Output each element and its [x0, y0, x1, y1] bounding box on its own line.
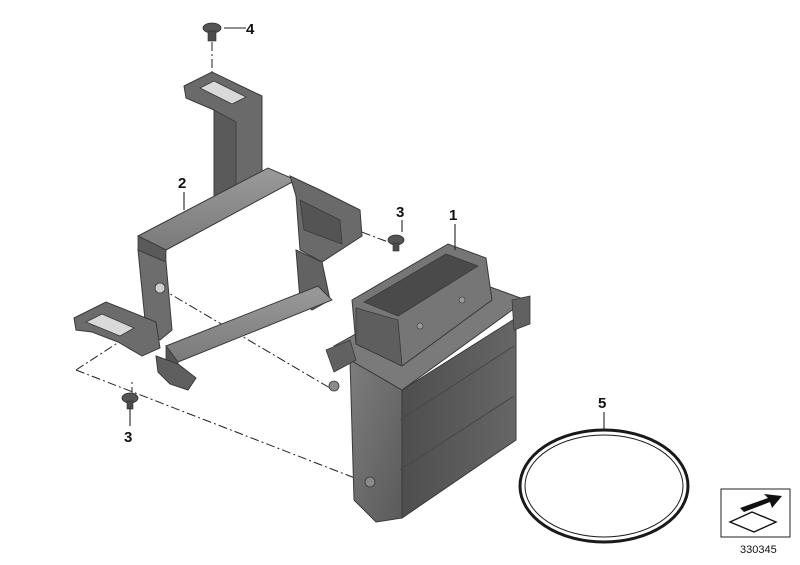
- bracket-icon: [73, 71, 363, 391]
- control-unit-stud-lower: [364, 476, 376, 488]
- bracket-left-side: [137, 249, 173, 341]
- arrow-symbol-box: [720, 488, 791, 538]
- callout-3-left: 3: [124, 429, 132, 446]
- control-unit-flange-right: [511, 295, 531, 331]
- control-unit-stud: [328, 380, 340, 392]
- bracket-lower-foot: [155, 355, 197, 391]
- control-unit-rib: [399, 395, 515, 471]
- assembly-line-screw-3-right: [329, 219, 389, 243]
- leader-lines: [129, 27, 605, 430]
- o-ring-inner: [524, 434, 684, 538]
- reference-number: 330345: [740, 544, 777, 556]
- screw-icon: [202, 22, 222, 42]
- arrow-icon-head: [740, 494, 782, 512]
- control-unit-flange-left: [325, 339, 357, 373]
- connector-front: [355, 307, 403, 367]
- arrow-icon: [728, 511, 778, 533]
- o-ring-outer: [518, 428, 690, 544]
- control-unit-icon: [325, 243, 531, 523]
- bracket-bottom-rail: [165, 285, 333, 363]
- control-unit-rib: [399, 345, 515, 421]
- callout-5: 5: [598, 395, 606, 412]
- callout-4: 4: [246, 21, 255, 38]
- screw-icon: [121, 392, 139, 410]
- bracket-right-clip-face: [299, 199, 343, 245]
- callout-3-right: 3: [396, 204, 404, 221]
- assembly-line-lower-diagonal: [75, 369, 361, 481]
- callout-2: 2: [178, 175, 186, 192]
- connector-opening: [363, 253, 479, 317]
- screw-top-shank: [207, 30, 217, 42]
- bracket-left-tab-slot: [85, 313, 135, 337]
- connector-pin: [458, 296, 466, 304]
- assembly-line-upper-diagonal: [159, 287, 331, 389]
- screw-left-shank: [126, 400, 134, 410]
- screw-right-shank: [392, 242, 400, 252]
- connector-pin-2: [416, 322, 424, 330]
- o-ring-icon: [518, 428, 690, 544]
- bracket-arm-slot: [199, 80, 247, 105]
- callout-1: 1: [449, 207, 457, 224]
- screw-icon: [387, 234, 405, 252]
- bracket-mount-hole: [154, 282, 166, 294]
- assembly-line-left-stub: [75, 339, 123, 371]
